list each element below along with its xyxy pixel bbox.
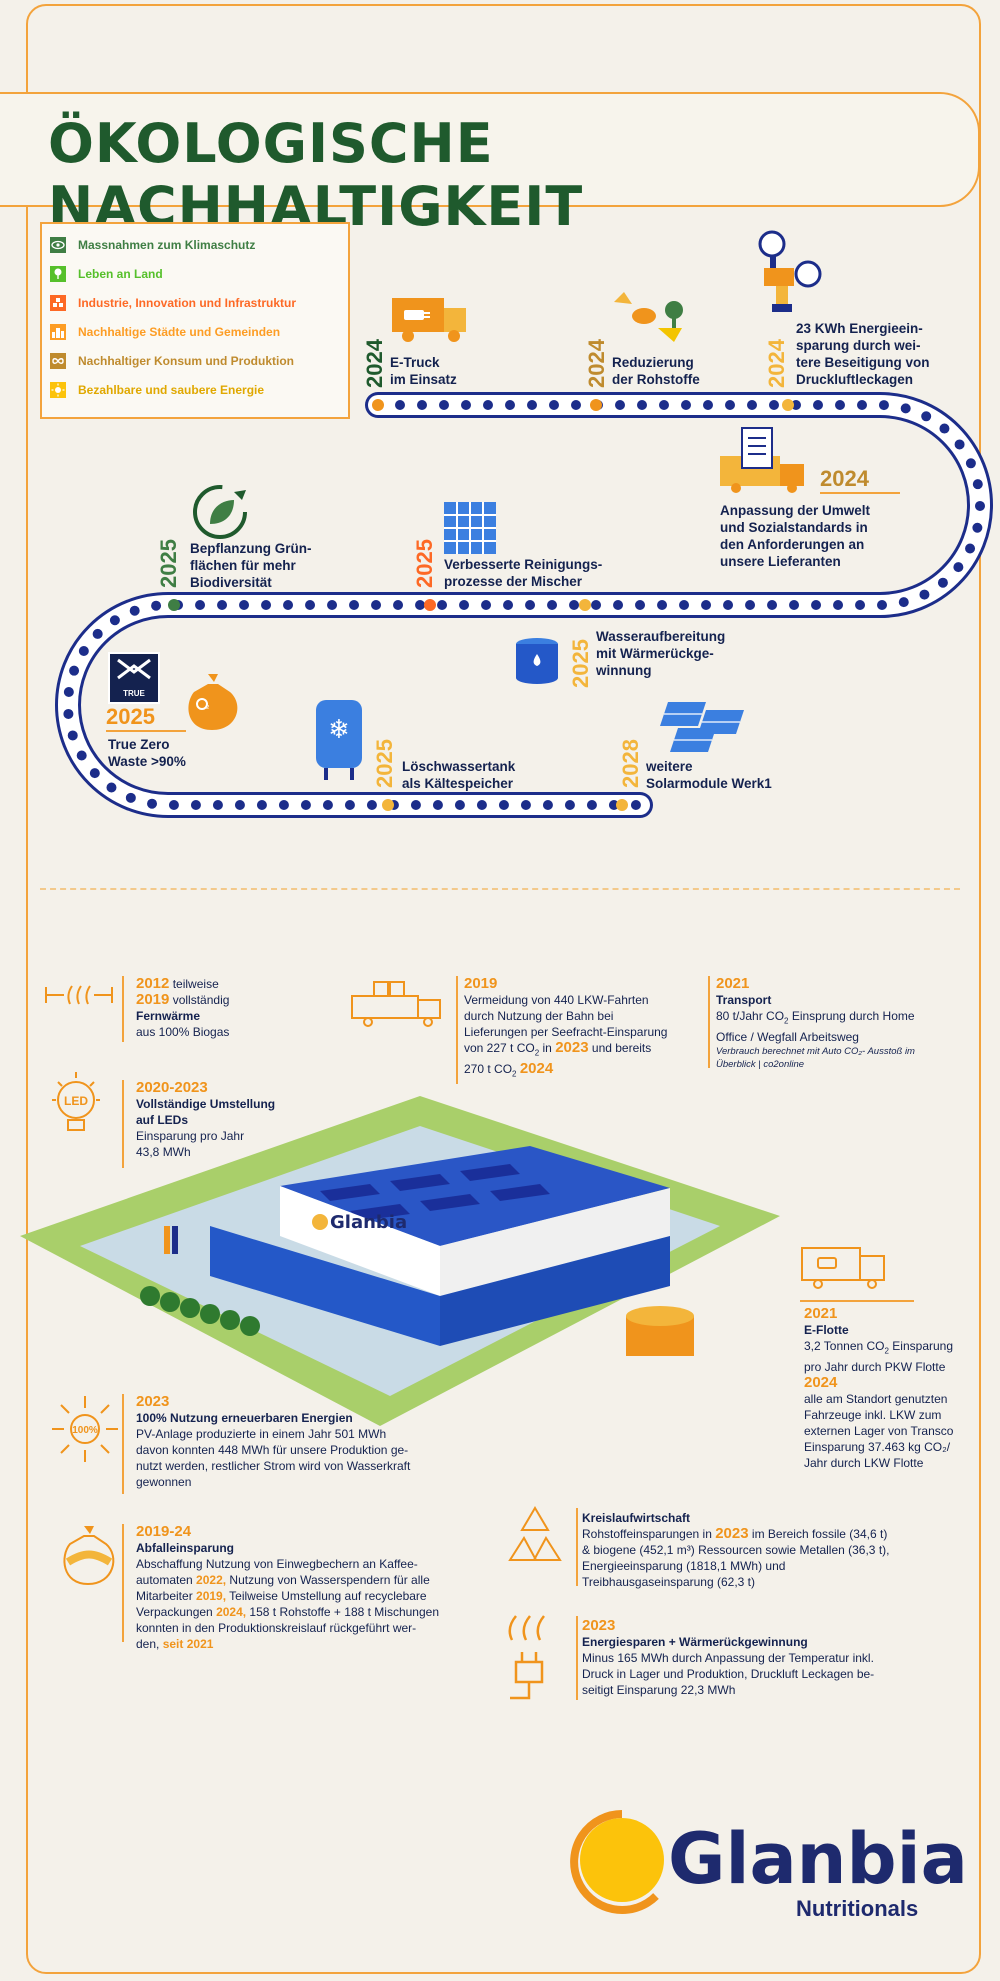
- e-truck-icon: [392, 298, 466, 342]
- legend-item-industrie: Industrie, Innovation und Infrastruktur: [50, 288, 340, 317]
- sun-renewable-icon: 100%: [52, 1396, 118, 1462]
- brand-logo-subtitle: Nutritionals: [796, 1896, 919, 1921]
- divider: [122, 1524, 124, 1642]
- milestone-dot: [782, 399, 794, 411]
- fact-energie: 2023 Energiesparen + Wärmerückgewinnung …: [582, 1617, 875, 1698]
- pressure-gauge-icon: [758, 230, 822, 312]
- year-zero-waste: 2025: [106, 704, 155, 729]
- divider: [122, 976, 124, 1042]
- divider: [576, 1508, 578, 1586]
- event-reinigung: Verbesserte Reinigungs-prozesse der Misc…: [444, 557, 603, 589]
- legend-item-leben-an-land: Leben an Land: [50, 259, 340, 288]
- eye-icon: [50, 236, 66, 253]
- divider: [122, 1394, 124, 1494]
- milestone-dot: [616, 799, 628, 811]
- timeline-track: [55, 392, 993, 818]
- solar-panels-icon: [660, 702, 744, 752]
- page-frame: [26, 4, 981, 1974]
- factory-sign: Glanbia: [330, 1212, 407, 1233]
- fact-abfall: 2019-24 Abfalleinsparung Abschaffung Nut…: [136, 1523, 440, 1652]
- city-icon: [50, 323, 66, 340]
- divider: [820, 492, 900, 494]
- year-lieferanten: 2024: [820, 466, 869, 491]
- led-bulb-icon: LED: [52, 1072, 100, 1131]
- year-e-truck: 2024: [362, 339, 387, 388]
- recycle-icon: [508, 1506, 562, 1561]
- grid-filter-icon: [444, 502, 496, 554]
- svg-text:❄: ❄: [328, 715, 350, 745]
- sun-icon: [50, 381, 66, 398]
- waste-bag-icon: ₂: [188, 674, 238, 730]
- milestone-dot: [372, 399, 384, 411]
- svg-text:LED: LED: [64, 1094, 88, 1108]
- divider: [106, 730, 186, 732]
- garbage-bag-icon: [63, 1526, 115, 1586]
- title-band: [0, 92, 980, 207]
- heat-plug-icon: [508, 1615, 545, 1700]
- year-biodiversitaet: 2025: [156, 539, 181, 588]
- true-certification-badge: TRUE: [108, 652, 160, 704]
- district-heating-icon: [45, 985, 113, 1005]
- year-rohstoffe: 2024: [584, 339, 609, 388]
- delivery-truck-icon: [720, 427, 804, 493]
- true-logo-icon: [117, 658, 151, 680]
- infinity-icon: [50, 352, 66, 369]
- divider: [708, 976, 710, 1068]
- fact-bahn: 2019 Vermeidung von 440 LKW-Fahrten durc…: [464, 975, 668, 1079]
- legend-item-energie: Bezahlbare und saubere Energie: [50, 375, 340, 404]
- svg-text:₂: ₂: [206, 700, 210, 710]
- fact-transport: 2021 Transport 80 t/Jahr CO2 Einsprung d…: [716, 975, 915, 1071]
- glanbia-logo-icon: [570, 1810, 664, 1914]
- extinguishing-tank-icon: ❄: [316, 700, 362, 780]
- divider: [576, 1616, 578, 1700]
- milestone-dot: [579, 599, 591, 611]
- factory-illustration: Glanbia: [20, 1096, 780, 1426]
- water-tank-icon: [516, 638, 558, 684]
- recycle-leaf-icon: [193, 485, 247, 539]
- fact-erneuerbar: 2023 100% Nutzung erneuerbaren Energien …: [136, 1393, 411, 1490]
- milestone-dot: [590, 399, 602, 411]
- tree-icon: [50, 265, 66, 282]
- svg-text:100%: 100%: [72, 1425, 98, 1436]
- milestone-dot: [168, 599, 180, 611]
- year-solarmodule: 2028: [618, 739, 643, 788]
- fact-kreislauf: Kreislaufwirtschaft Rohstoffeinsparungen…: [582, 1511, 890, 1589]
- year-loeschwasser: 2025: [372, 739, 397, 788]
- legend-item-konsum: Nachhaltiger Konsum und Produktion: [50, 346, 340, 375]
- e-fleet-icon: [801, 1247, 885, 1289]
- raw-materials-icon: [614, 292, 683, 342]
- year-wasser: 2025: [568, 639, 593, 688]
- fact-e-flotte: 2021 E-Flotte 3,2 Tonnen CO2 Einsparung …: [804, 1305, 954, 1471]
- train-truck-icon: [351, 981, 441, 1027]
- divider: [122, 1080, 124, 1168]
- year-druckluft: 2024: [764, 339, 789, 388]
- brand-logo-text: Glanbia: [668, 1818, 968, 1900]
- fact-fernwaerme: 2012 teilweise 2019 vollständig Fernwärm…: [136, 975, 230, 1040]
- milestone-dot: [382, 799, 394, 811]
- milestone-dot: [424, 599, 436, 611]
- event-druckluft: 23 KWh Energieein-sparung durch wei-tere…: [796, 321, 930, 387]
- sdg-legend: Massnahmen zum Klimaschutz Leben an Land…: [40, 222, 350, 419]
- year-reinigung: 2025: [412, 539, 437, 588]
- legend-item-staedte: Nachhaltige Städte und Gemeinden: [50, 317, 340, 346]
- section-divider: [40, 888, 960, 890]
- legend-item-klimaschutz: Massnahmen zum Klimaschutz: [50, 230, 340, 259]
- cubes-icon: [50, 294, 66, 311]
- divider: [456, 976, 458, 1084]
- divider: [800, 1300, 914, 1302]
- fact-led: 2020-2023 Vollständige Umstellung auf LE…: [136, 1079, 276, 1160]
